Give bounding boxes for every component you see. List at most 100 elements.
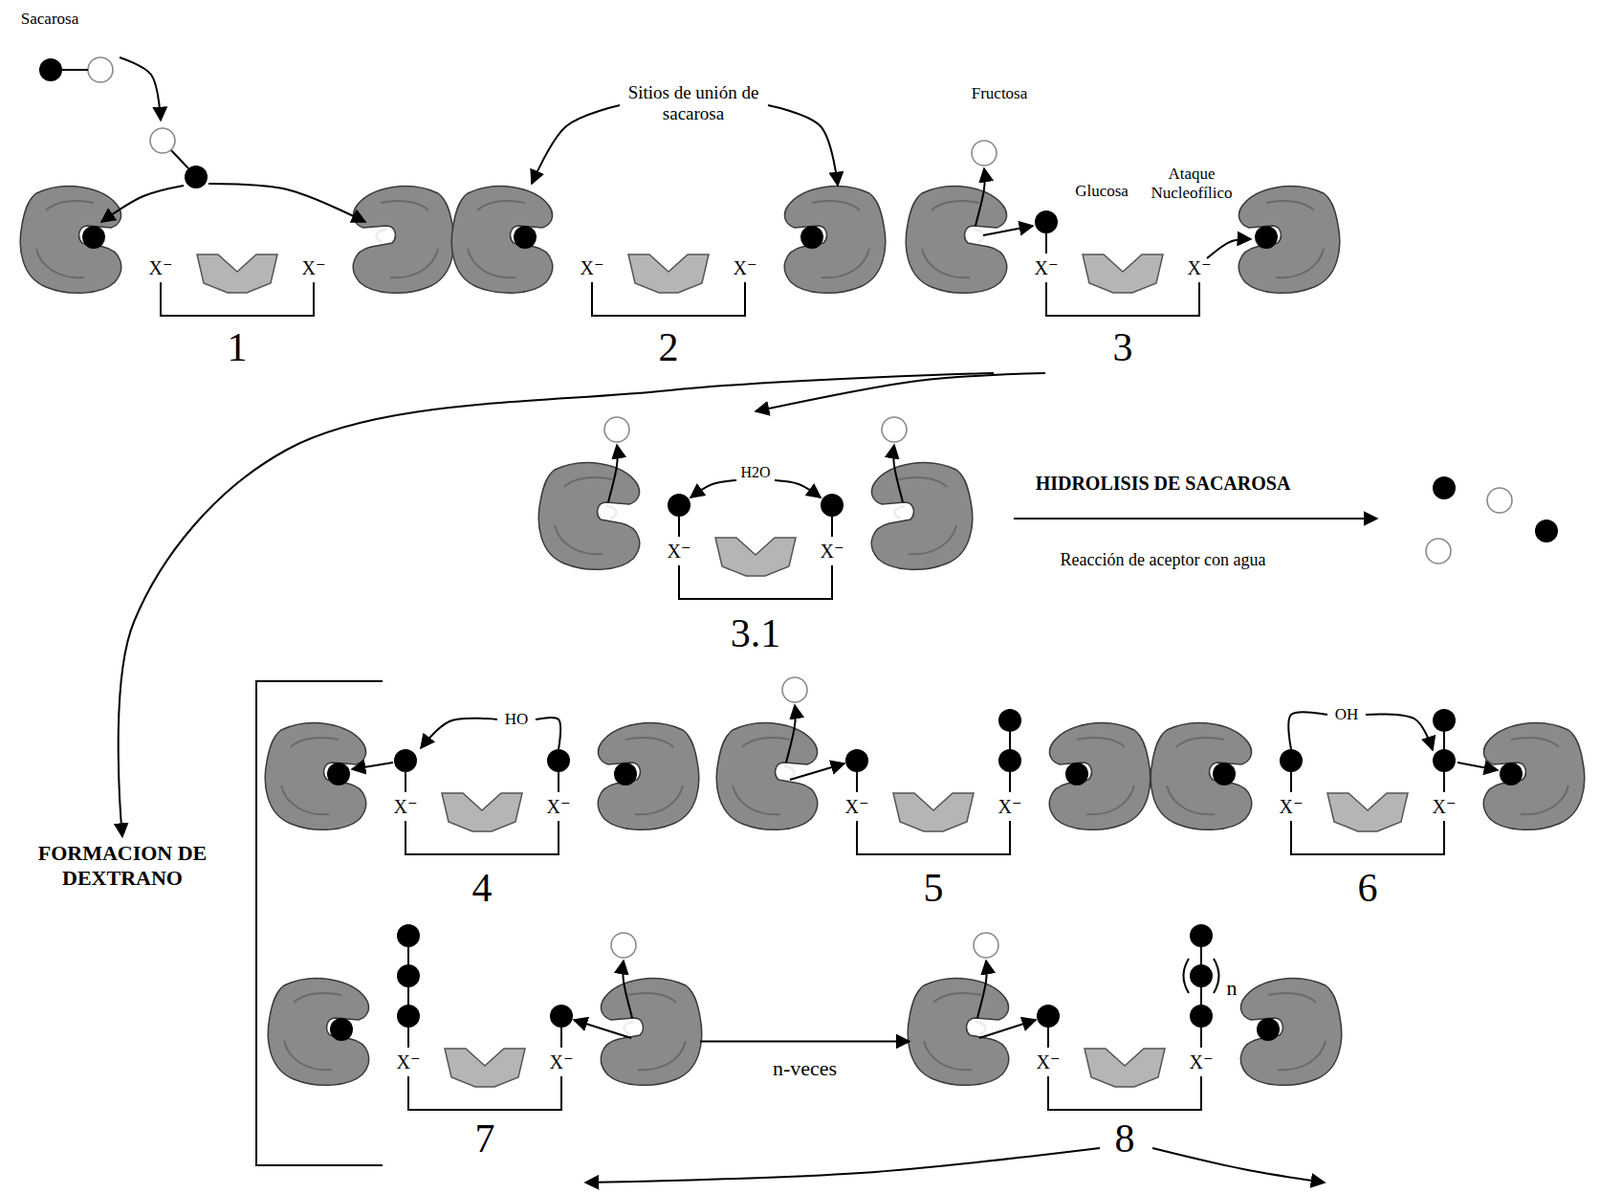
repeat-parenthesis [1213,958,1220,993]
repeat-parenthesis [1183,958,1190,993]
glucose-unit [800,225,824,249]
glucose-unit [845,748,869,772]
annotation: HIDROLISIS DE SACAROSA [1035,472,1292,494]
enzyme [597,723,699,831]
enzyme-body [451,186,552,294]
fructose-unit [87,57,113,83]
site-label: X⁻ [580,257,605,279]
label-box: Ataque Nucleofílico [1138,164,1246,202]
glucose-unit [667,493,691,517]
step-number: 6 [1358,867,1379,908]
glucose-unit [396,923,420,947]
enzyme-body [1049,723,1150,831]
step-panel: 1 [21,133,453,373]
label-box: HO [504,709,529,729]
glucose-unit [613,762,637,786]
label-box: X⁻ [580,257,605,280]
support-block [444,1048,526,1087]
glycosidic-bond [407,935,410,1048]
step-panel: 4 [266,669,698,914]
support-block [1082,254,1163,293]
enzyme [267,978,369,1086]
annotation: Sacarosa [21,9,79,28]
fructose-unit [150,128,176,154]
annotation: Fructosa [971,84,1029,103]
label-box: X⁻ [820,540,845,563]
glycosidic-bond [170,149,189,169]
annotation: n [1227,975,1238,1000]
label-box: X⁻ [1187,257,1212,280]
active-site [606,505,616,519]
glucose-unit [1189,1004,1213,1028]
site-label: X⁻ [396,1051,421,1073]
active-site [975,1021,986,1034]
fructose-unit [1425,538,1451,564]
release-arrow [622,960,633,1018]
support-bracket [1048,1075,1202,1110]
hydroxyl-line [1288,711,1328,749]
fructose-unit [611,932,636,958]
label-box: X⁻ [1036,1051,1061,1074]
label-box: X⁻ [667,540,692,563]
support-bracket [160,282,314,316]
enzyme-body [597,723,699,831]
site-label: X⁻ [1189,1051,1214,1073]
label-box: H2O [740,463,770,482]
enzyme-body [784,186,885,294]
support-block [893,792,974,832]
support-block [197,254,278,293]
support-block [628,254,709,293]
glucose-unit [1212,762,1236,786]
active-site [895,505,905,519]
fructose-unit [782,677,808,702]
enzyme-body [871,462,972,570]
enzyme [1150,723,1251,831]
active-site [624,1021,635,1034]
glucose-unit [396,1004,420,1028]
enzyme-texture [554,477,613,554]
glucose-unit [396,964,420,987]
enzyme-body [1238,186,1339,294]
site-label: X⁻ [1187,257,1212,279]
step-number: 2 [658,327,680,368]
support-block [1327,792,1408,832]
transfer-arrow [351,762,394,769]
support-bracket [856,820,1010,855]
step-panel: 7 [269,918,701,1164]
glucose-unit [394,748,417,772]
glucose-unit [1499,762,1523,786]
site-label: X⁻ [547,795,571,817]
glucose-unit [327,762,351,786]
support-bracket [1291,820,1445,855]
label-box: HIDROLISIS DE SACAROSA [1035,472,1292,495]
fructose-unit [971,140,997,166]
enzyme-body [907,978,1009,1086]
enzyme-texture [921,200,980,278]
step-panel: 2 [453,133,884,373]
annotation: OH [1335,704,1359,724]
site-label: X⁻ [302,257,327,279]
step-number: 3 [1113,327,1134,368]
release-arrow [975,168,986,226]
site-label: X⁻ [845,795,870,817]
glucose-unit [1034,210,1058,234]
step-number: 7 [475,1117,496,1159]
glucose-unit [1036,1004,1060,1028]
flow-connector [755,372,1046,412]
enzyme [264,723,366,831]
step-number: 5 [923,867,944,908]
support-block [441,792,523,832]
label-box: Fructosa [971,84,1029,104]
glucose-unit [1279,748,1303,772]
label-box: X⁻ [302,257,327,280]
flow-arrow [119,57,161,121]
continuation-arrow [585,1147,1100,1183]
label-box: X⁻ [998,795,1023,818]
enzyme-body [905,186,1007,294]
enzyme-body [1240,978,1341,1086]
label-box: Sitios de unión de sacarosa [621,82,766,125]
glycosidic-bond [62,68,88,71]
glucose-unit [547,748,570,772]
label-box: X⁻ [733,257,758,280]
